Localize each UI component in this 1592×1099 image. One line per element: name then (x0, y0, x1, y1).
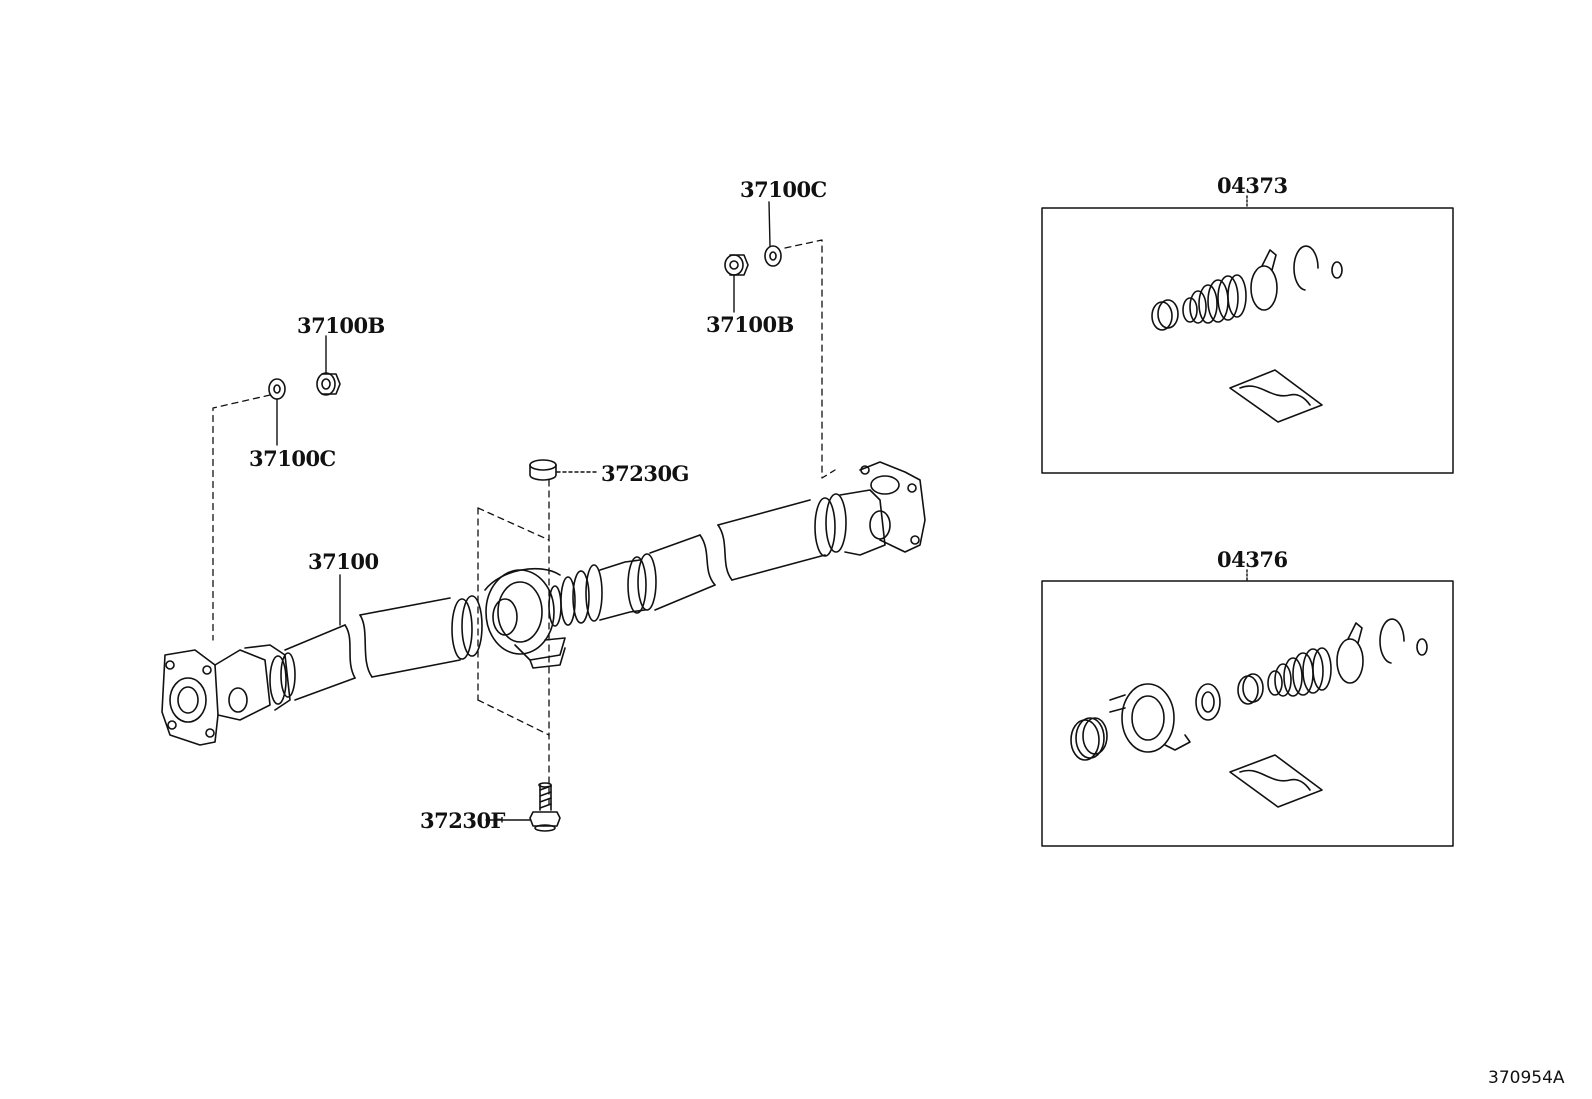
collar-icon (530, 460, 556, 480)
kit-lower-parts-icon (1071, 619, 1427, 807)
label-bolt: 37230F (420, 808, 505, 833)
label-kit-upper: 04373 (1217, 173, 1288, 198)
washer-left-icon (269, 379, 285, 399)
kit-upper-parts-icon (1152, 246, 1342, 422)
label-nut-right: 37100B (706, 312, 794, 337)
label-kit-lower: 04376 (1217, 547, 1288, 572)
nut-right-icon (725, 255, 748, 275)
label-collar: 37230G (601, 461, 690, 486)
dashed-guide-lines (213, 240, 835, 805)
label-shaft: 37100 (308, 549, 379, 574)
leader-lines (277, 196, 1247, 820)
label-nut-left: 37100B (297, 313, 385, 338)
nut-left-icon (317, 373, 340, 395)
figure-id: 370954A (1488, 1068, 1565, 1088)
propeller-shaft-icon (162, 462, 925, 745)
label-washer-left: 37100C (249, 446, 336, 471)
bolt-icon (530, 783, 560, 831)
label-washer-right: 37100C (740, 177, 827, 202)
kit-box-upper (1042, 208, 1453, 473)
washer-right-icon (765, 246, 781, 266)
kit-box-lower (1042, 581, 1453, 846)
